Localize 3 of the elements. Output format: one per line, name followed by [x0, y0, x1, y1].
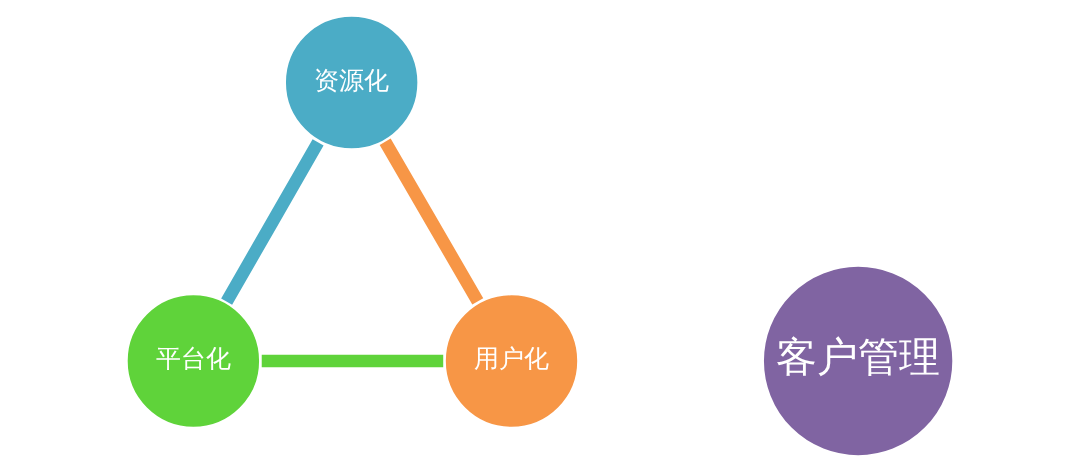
connector — [261, 354, 444, 368]
connector — [221, 139, 324, 305]
connector — [379, 138, 484, 305]
